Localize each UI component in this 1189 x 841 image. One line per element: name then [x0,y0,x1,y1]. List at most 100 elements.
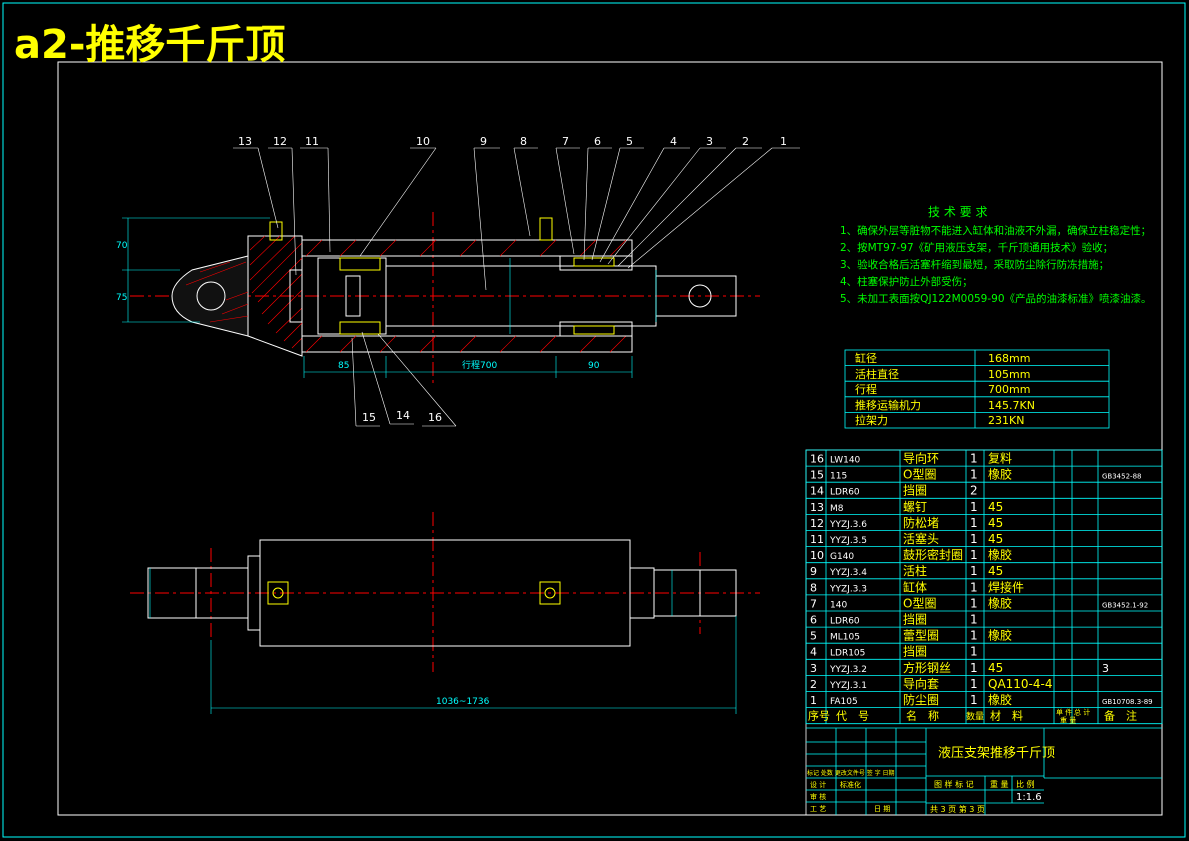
bom-qty: 1 [970,452,978,466]
section-view [130,212,760,385]
bom-no: 7 [810,597,817,610]
bom-no: 4 [810,646,817,659]
bom-code: LDR60 [830,617,860,627]
bom-material: 复料 [988,452,1012,466]
section-dim-text: 70 75 85 行程700 90 [116,241,600,371]
balloon-1: 1 [780,135,787,148]
title-label-scale: 比 例 [1016,779,1035,789]
bom-code: YYZJ.3.5 [829,536,867,546]
bom-material: 45 [988,500,1003,514]
sheet-count: 共 3 页 第 3 页 [930,804,985,814]
bom-code: FA105 [830,697,858,707]
bom-header-no: 序号 [808,709,830,723]
bom-material: 橡胶 [988,547,1012,562]
process-label: 工 艺 [810,805,826,813]
bom-no: 12 [810,517,824,530]
bom-code: YYZJ.3.4 [829,568,867,578]
balloon-2: 2 [742,135,749,148]
param-value-0: 168mm [988,352,1030,365]
bom-name: O型圈 [903,596,936,610]
bom-code: LDR105 [830,649,865,659]
bom-name: 缸体 [903,579,927,594]
param-label-3: 推移运输机力 [855,398,921,412]
bom-name: 活塞头 [903,531,939,546]
param-table: 缸径 168mm 活柱直径 105mm 行程 700mm 推移运输机力 145.… [844,349,1110,429]
tech-item-5: 5、未加工表面按QJ122M0059-90《产品的油漆标准》喷漆油漆。 [840,292,1152,305]
dim-left-bottom: 75 [116,293,127,303]
bom-no: 5 [810,630,817,643]
balloon-10: 10 [416,135,430,148]
bom-name: 螺钉 [903,500,927,514]
bom-qty: 1 [970,693,978,707]
inner-frame [57,61,1163,816]
bom-no: 9 [810,565,817,578]
balloon-7: 7 [562,135,569,148]
section-dimensions [122,217,657,378]
designer-label: 设 计 [810,780,826,789]
bom-qty: 1 [970,596,978,610]
tech-item-1: 1、确保外层等脏物不能进入缸体和油液不外漏，确保立柱稳定性； [840,224,1151,237]
tech-heading: 技 术 要 求 [928,205,987,219]
balloon-8: 8 [520,135,527,148]
bom-no: 14 [810,485,824,498]
balloon-numbers: 13 12 11 10 9 8 7 6 5 4 3 2 1 15 14 16 [238,135,787,424]
bom-material: 橡胶 [988,692,1012,707]
bom-code: YYZJ.3.6 [829,520,867,530]
bom-header-material: 材 料 [990,709,1023,723]
bom-note: 3 [1102,662,1109,675]
bom-no: 6 [810,614,817,627]
bom-code: M8 [830,504,844,514]
param-value-1: 105mm [988,368,1030,381]
param-label-1: 活柱直径 [855,367,899,381]
bom-qty: 1 [970,468,978,482]
bom-material: 45 [988,564,1003,578]
dim-left-top: 70 [116,241,128,251]
bom-code: ML105 [830,633,860,643]
tech-item-4: 4、柱塞保护防止外部受伤； [840,275,973,288]
bom-header-code: 代 号 [836,710,869,723]
bom-qty: 1 [970,580,978,594]
bom-qty: 1 [970,677,978,691]
bom-header-qty: 数量 [966,711,984,723]
bom-name: O型圈 [903,468,936,482]
param-label-2: 行程 [855,383,877,396]
bom-qty: 1 [970,613,978,627]
balloon-11: 11 [305,135,319,148]
balloon-9: 9 [480,135,487,148]
balloon-3: 3 [706,135,713,148]
tech-item-3: 3、验收合格后活塞杆缩到最短，采取防尘除行防冻措施； [840,258,1109,271]
bom-qty: 1 [970,661,978,675]
bom-code: YYZJ.3.3 [829,584,867,594]
dim-total: 1036~1736 [436,697,490,707]
bom-no: 11 [810,533,824,546]
tech-requirements: 技 术 要 求 1、确保外层等脏物不能进入缸体和油液不外漏，确保立柱稳定性； 2… [840,205,1152,305]
bom-material: 橡胶 [988,467,1012,482]
param-label-0: 缸径 [855,351,877,365]
bom-material: 45 [988,516,1003,530]
param-value-4: 231KN [988,414,1024,427]
bom-header-total: 总 计 [1074,708,1090,717]
bom-material: 45 [988,532,1003,546]
bom-material: QA110-4-4 [988,677,1053,691]
drawing-name: 液压支架推移千斤顶 [938,746,1055,761]
bom-code: 140 [830,600,847,610]
bom-qty: 1 [970,532,978,546]
bom-name: 防松堵 [903,515,939,530]
bom-header-name: 名 称 [906,709,939,723]
bom-name: 挡圈 [903,484,927,498]
standard-label: 标准化 [840,780,861,789]
bom-header-remark: 备 注 [1104,709,1137,723]
bom-code: YYZJ.3.1 [829,681,867,691]
bom-qty: 1 [970,629,978,643]
bom-material: 橡胶 [988,595,1012,610]
date-label: 日 期 [874,805,890,813]
tech-item-2: 2、按MT97-97《矿用液压支架，千斤顶通用技术》验收； [840,241,1113,254]
title-label-weight: 重 量 [990,779,1009,789]
bom-name: 挡圈 [903,645,927,659]
rev-row: 标记 处数 更改文件号 签 字 日期 [807,769,895,777]
bom-name: 鼓形密封圈 [903,547,963,562]
bom-no: 16 [810,453,824,466]
